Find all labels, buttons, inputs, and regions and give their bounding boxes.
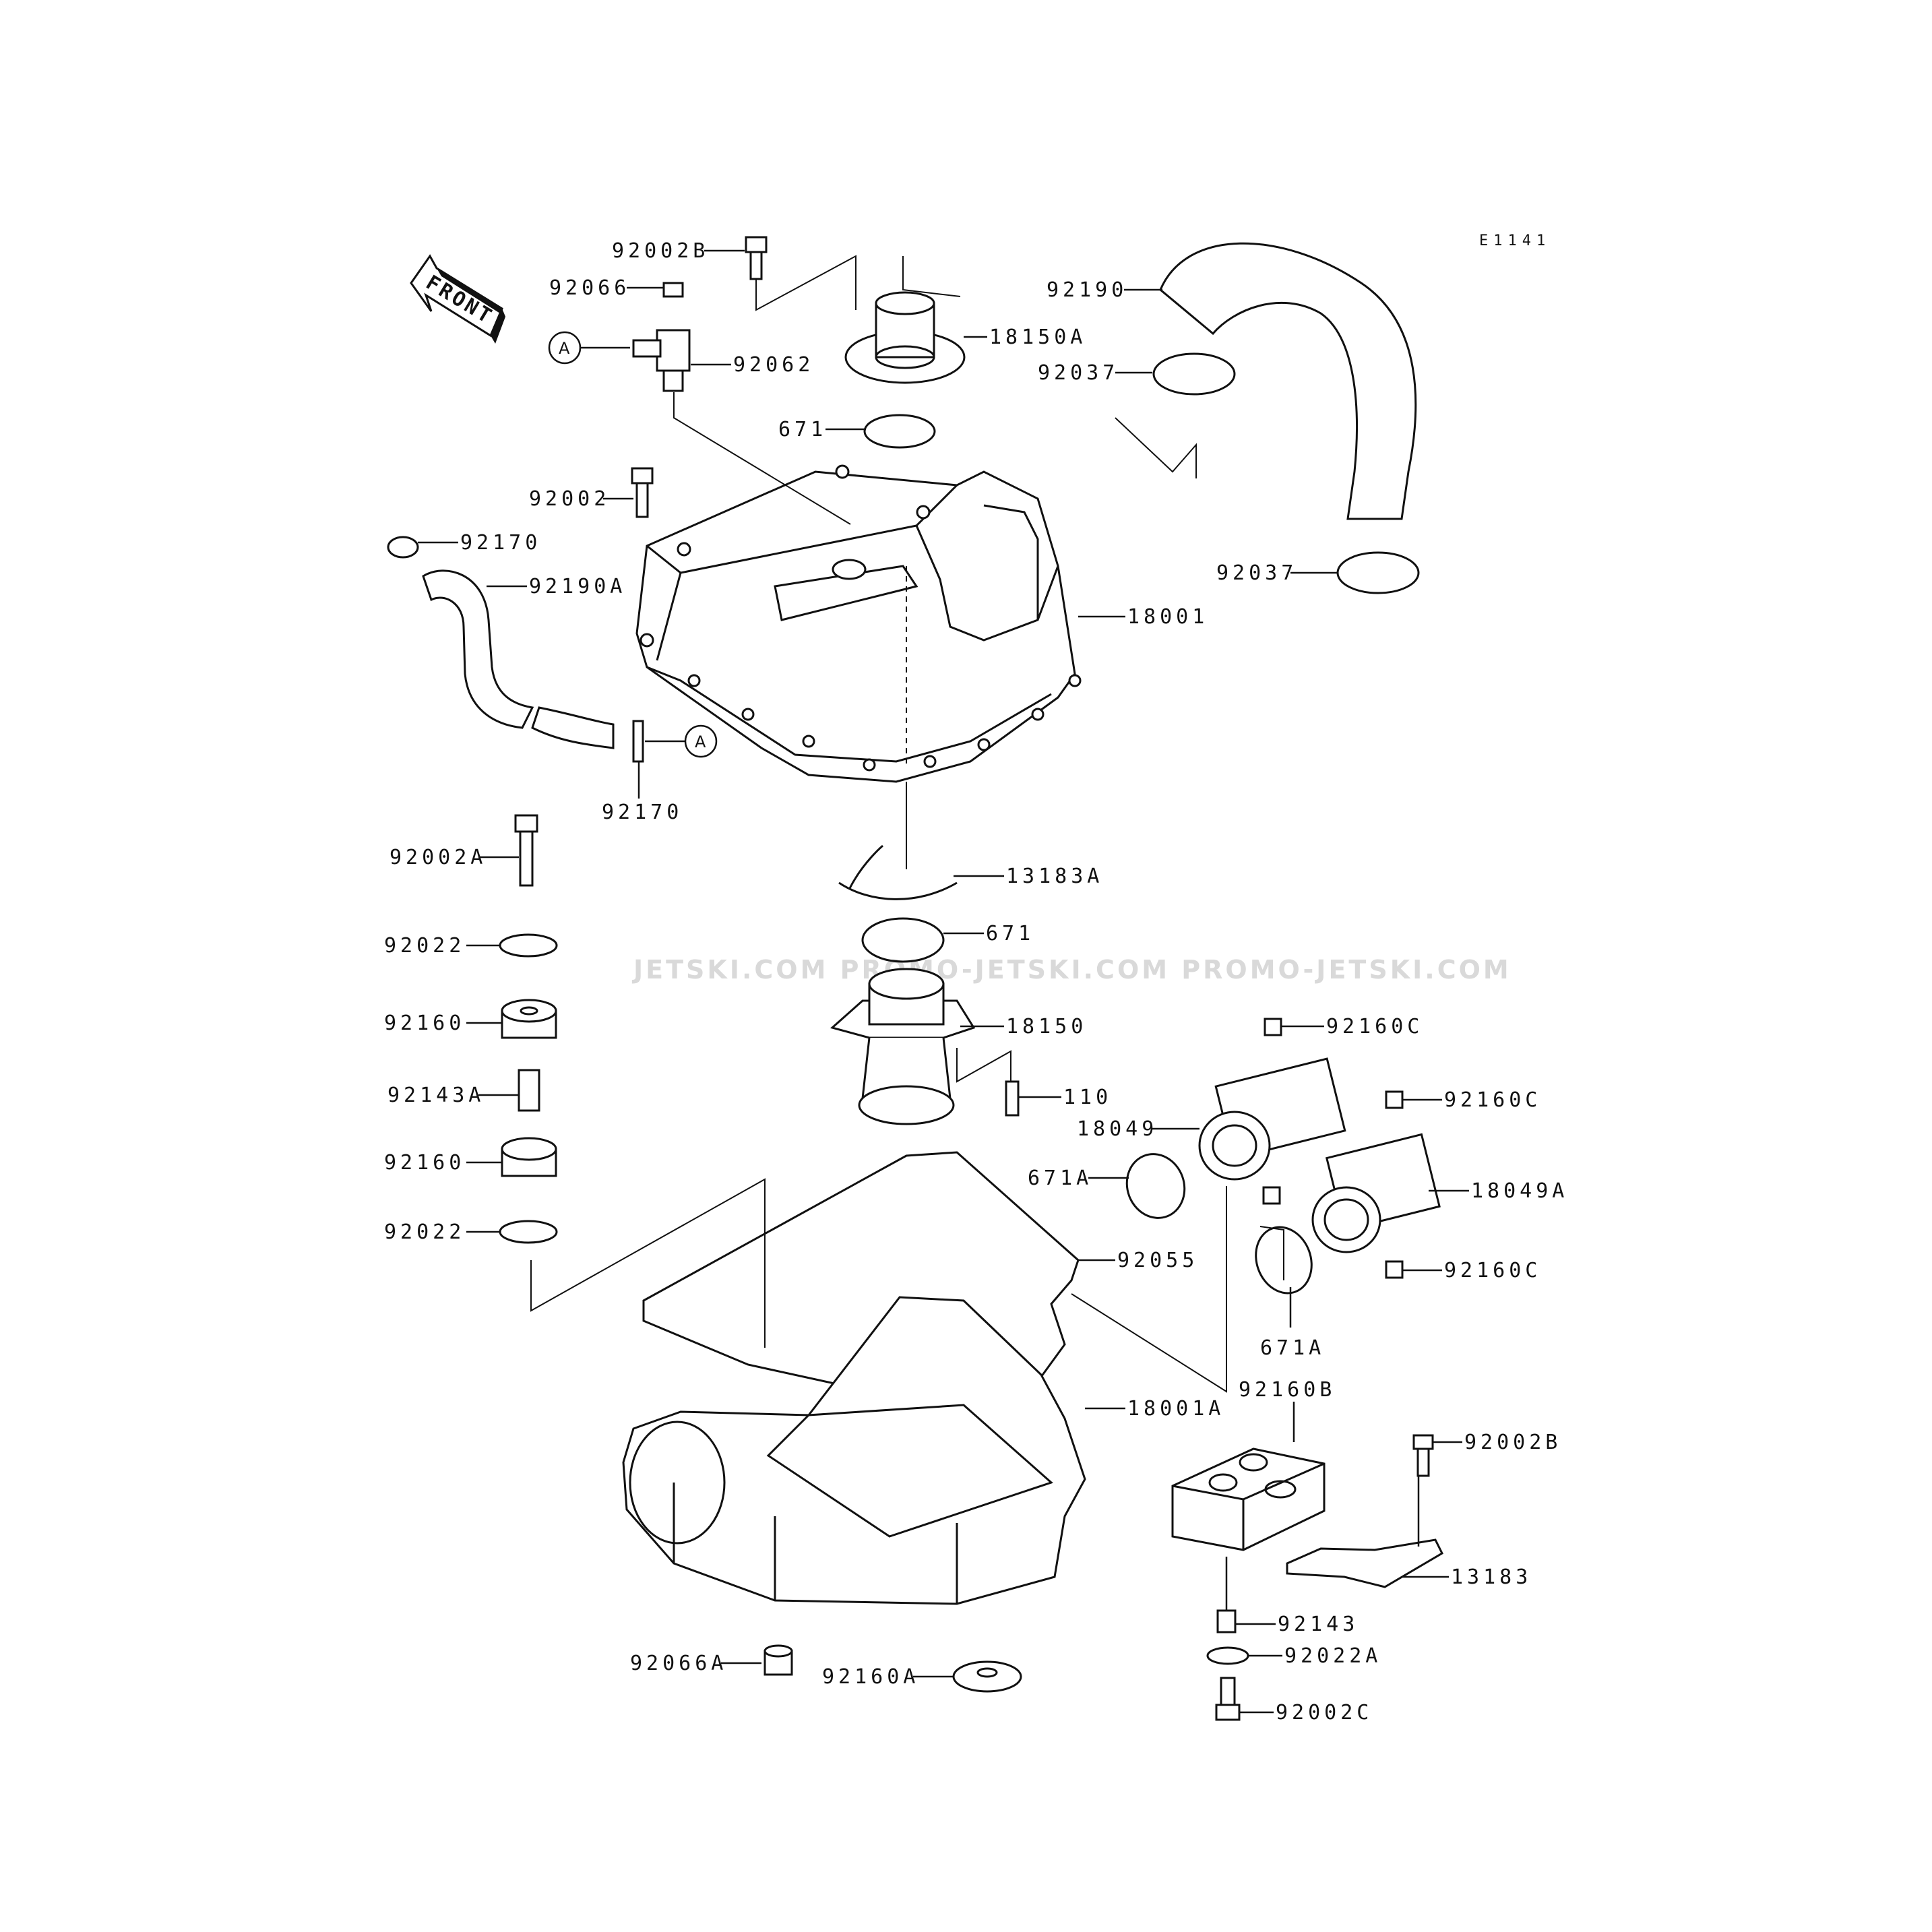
washer-92022-bottom-part [499,1220,558,1244]
callout-92160c-3: 92160C [1444,1259,1541,1282]
callout-13183a: 13183A [1006,865,1103,888]
diagram-code: E1141 [1479,232,1551,249]
callout-92022a: 92022A [1284,1644,1381,1668]
callout-18049: 18049 [1077,1117,1158,1141]
callout-92160b: 92160B [1239,1378,1336,1402]
callout-92037-mid: 92037 [1216,561,1297,585]
callout-18001a: 18001A [1127,1397,1224,1421]
clip-92160c-3-part [1385,1260,1404,1279]
callout-92002b-bottom: 92002B [1464,1431,1561,1454]
callout-18001: 18001 [1127,605,1208,629]
callout-92066: 92066 [549,276,630,300]
callout-92022-bottom: 92022 [384,1220,465,1244]
callout-671a-1: 671A [1028,1166,1092,1190]
grommet-92160-top-part [501,999,557,1039]
callout-18150a: 18150A [989,325,1086,349]
collar-92143-part [1216,1609,1237,1633]
callout-92143: 92143 [1278,1613,1359,1636]
callout-92066a: 92066A [630,1652,727,1675]
watermark: JETSKI.COM PROMO-JETSKI.COM PROMO-JETSKI… [631,955,1512,985]
plug-92066a-part [764,1644,793,1676]
tube-18049-part [1198,1057,1346,1181]
o-ring-671-mid-part [861,917,945,963]
holder-92160b-part [1171,1447,1326,1551]
callout-92160-bottom: 92160 [384,1151,465,1175]
bracket-13183-part [1286,1538,1443,1588]
callout-92002c: 92002C [1276,1701,1373,1724]
gasket-92055-part [642,1151,1080,1400]
bolt-92002a-part [514,814,538,887]
clip-92160c-1-part [1264,1018,1282,1036]
washer-92160a-part [952,1660,1022,1693]
callout-92190a: 92190A [529,575,626,598]
o-ring-671a-1-part [1125,1153,1186,1219]
callout-92143a: 92143A [387,1084,485,1107]
callout-92062: 92062 [733,353,814,377]
clip-92160c-2-part [1385,1090,1404,1109]
bolt-92002b-top-part [745,236,768,280]
callout-671a-2: 671A [1260,1336,1325,1360]
callout-92170-top: 92170 [460,531,541,555]
air-box-cover-part [635,464,1082,783]
duct-18150-part [830,968,976,1125]
hose-92190a-part [387,536,615,749]
callout-13183: 13183 [1451,1565,1532,1589]
hose-clamp-92037-mid-part [1336,551,1420,594]
grommet-92160-bottom-part [501,1137,557,1177]
connector-label: A [559,339,570,358]
callout-110: 110 [1063,1086,1112,1109]
bolt-92002b-bottom-part [1412,1434,1434,1477]
leader-lines [418,249,1469,1714]
washer-92022a-part [1206,1646,1249,1665]
washer-92022-top-part [499,933,558,958]
clamp-92170-bottom-part [632,720,644,763]
front-arrow-icon: FRONT [410,254,505,344]
callout-92002a: 92002A [389,846,487,869]
callout-18049a: 18049A [1471,1179,1568,1203]
callout-92160c-2: 92160C [1444,1088,1541,1112]
bolt-110-part [1005,1080,1020,1117]
tube-18049a-part [1311,1133,1441,1253]
connector-label: A [695,733,706,751]
sensor-92062-part [632,282,691,392]
clip-92160c-mid-part [1262,1186,1281,1205]
hose-92190-part [1159,242,1417,520]
callout-92002b-top: 92002B [612,239,709,263]
flange-pipe-18150a-part [844,291,966,384]
lower-case-18001a-part [622,1296,1086,1605]
callout-92002: 92002 [529,487,610,511]
collar-92143a-part [518,1069,540,1112]
callout-92160-top: 92160 [384,1011,465,1035]
callout-92190: 92190 [1047,278,1127,302]
bolt-92002-part [631,467,654,518]
callout-671-mid: 671 [986,922,1034,945]
callout-92037-top: 92037 [1038,361,1119,385]
callout-92022-top: 92022 [384,934,465,958]
callout-92160a: 92160A [822,1665,919,1689]
connector-marker-a-top: A [548,331,630,365]
bolt-92002c-part [1215,1677,1241,1721]
callout-671-top: 671 [778,418,827,441]
connector-marker-a-mid: A [645,724,718,758]
callout-labels: 92002B 92066 92062 18150A 92190 92037 67… [384,239,1568,1724]
callout-92160c-1: 92160C [1326,1015,1423,1038]
callout-18150: 18150 [1006,1015,1087,1038]
bracket-13183a-part [838,844,958,900]
callout-92055: 92055 [1117,1249,1198,1272]
hose-clamp-92037-top-part [1152,352,1236,396]
callout-92170-bottom: 92170 [602,801,683,824]
o-ring-671-top-part [863,414,936,449]
